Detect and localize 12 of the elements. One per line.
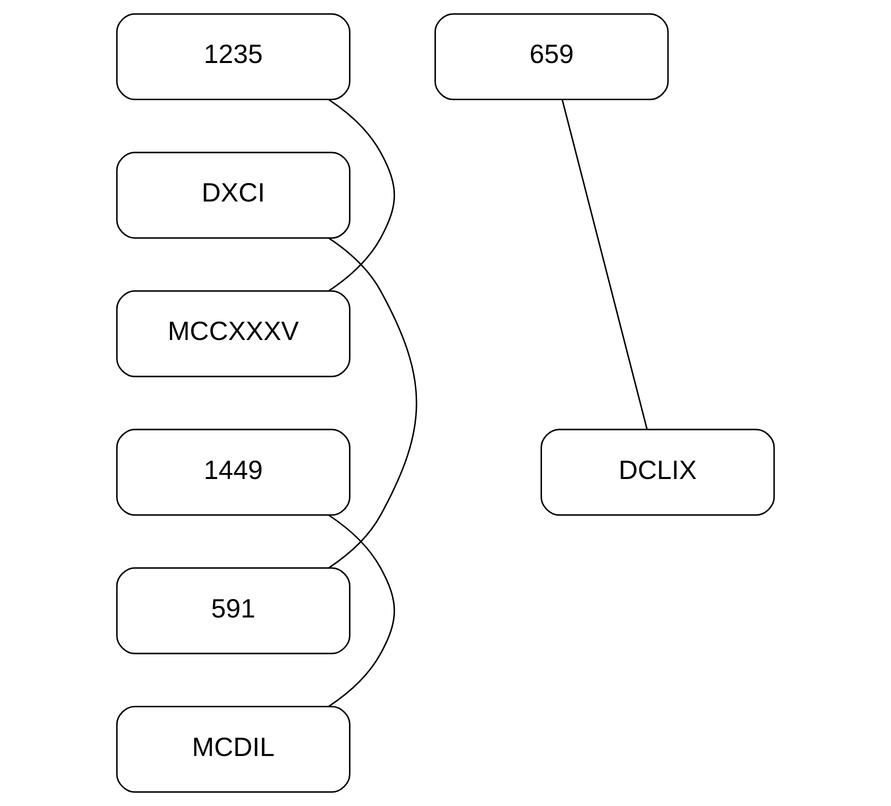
node-box: 659 (434, 13, 669, 100)
connector (328, 99, 395, 292)
node-box: 1449 (116, 428, 350, 516)
node-box: MCCXXXV (116, 290, 350, 378)
connector (562, 99, 648, 430)
node-box: 591 (116, 567, 350, 654)
node-box: 1235 (116, 13, 350, 100)
connector (328, 238, 418, 568)
node-box: DXCI (116, 152, 350, 239)
connector (328, 514, 395, 707)
node-box: DCLIX (540, 428, 775, 516)
node-box: MCDIL (116, 706, 350, 793)
